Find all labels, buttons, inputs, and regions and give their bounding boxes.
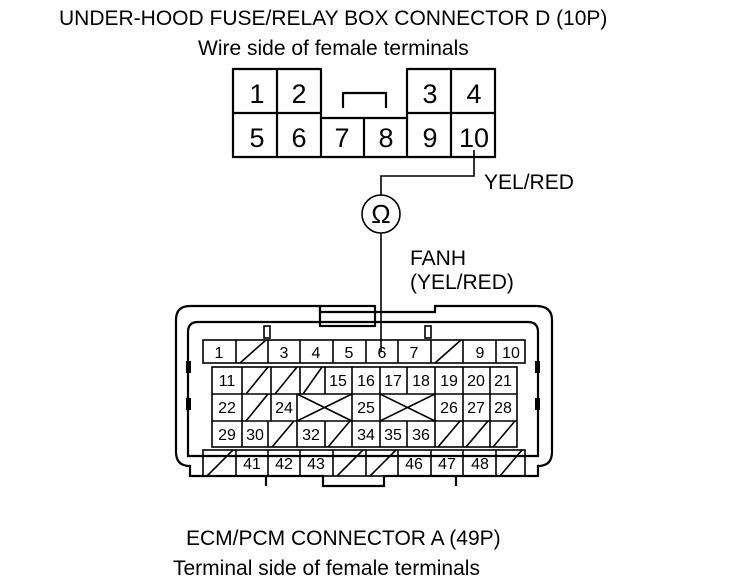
ecm-terminal-36: 36 [412,427,430,444]
ecm-title: ECM/PCM CONNECTOR A (49P) [186,527,501,550]
fuse-box-title: UNDER-HOOD FUSE/RELAY BOX CONNECTOR D (1… [59,7,607,30]
ecm-terminal-18: 18 [412,373,430,390]
fuse-terminal-8: 8 [378,123,393,153]
fuse-box-subtitle: Wire side of female terminals [198,37,469,60]
ecm-terminal-34: 34 [357,427,375,444]
fuse-box-connector: 1 2 3 4 5 6 7 8 9 10 [231,67,497,159]
ecm-terminal-43: 43 [307,456,325,473]
ecm-terminal-4: 4 [312,345,321,362]
ecm-terminal-5: 5 [345,345,354,362]
fuse-terminal-3: 3 [422,79,437,109]
probe-wire: Ω [361,150,475,352]
ecm-terminal-10: 10 [502,345,520,362]
ecm-terminal-19: 19 [440,373,458,390]
ecm-terminal-26: 26 [440,400,458,417]
ecm-terminal-11: 11 [219,373,236,390]
ecm-connector: 1 3 4 5 6 7 9 10 11 15 16 17 18 19 20 21… [174,304,554,488]
ecm-terminal-22: 22 [218,400,236,417]
ecm-terminal-30: 30 [246,427,264,444]
ecm-terminal-1: 1 [215,345,224,362]
ecm-terminal-9: 9 [476,345,485,362]
ecm-terminal-7: 7 [410,345,419,362]
ecm-terminal-28: 28 [494,400,512,417]
ecm-terminal-27: 27 [467,400,485,417]
fuse-terminal-5: 5 [249,123,264,153]
ecm-terminal-16: 16 [357,373,375,390]
ecm-subtitle: Terminal side of female terminals [173,557,480,580]
fuse-terminal-7: 7 [334,123,349,153]
ecm-terminal-21: 21 [494,373,512,390]
ecm-terminal-41: 41 [243,456,261,473]
ecm-terminal-48: 48 [471,456,489,473]
ecm-terminal-46: 46 [405,456,423,473]
fuse-terminal-4: 4 [466,79,481,109]
ecm-terminal-42: 42 [275,456,293,473]
ecm-terminal-17: 17 [384,373,402,390]
fuse-terminal-6: 6 [291,123,306,153]
ecm-terminal-6: 6 [378,345,387,362]
wire-color-label: YEL/RED [484,171,574,194]
fuse-terminal-10: 10 [459,123,489,153]
ecm-terminal-35: 35 [384,427,402,444]
signal-name: FANH [410,247,466,270]
fuse-terminal-9: 9 [422,123,437,153]
signal-color: (YEL/RED) [410,271,514,294]
ecm-terminal-15: 15 [329,373,347,390]
ohm-symbol: Ω [371,199,390,229]
ecm-terminal-29: 29 [218,427,236,444]
fuse-terminal-1: 1 [249,79,264,109]
ecm-terminal-47: 47 [438,456,456,473]
fuse-terminal-2: 2 [291,79,306,109]
ecm-terminal-20: 20 [467,373,485,390]
ecm-terminal-32: 32 [302,427,320,444]
ecm-terminal-24: 24 [275,400,293,417]
ecm-terminal-3: 3 [280,345,289,362]
ecm-terminal-25: 25 [357,400,375,417]
